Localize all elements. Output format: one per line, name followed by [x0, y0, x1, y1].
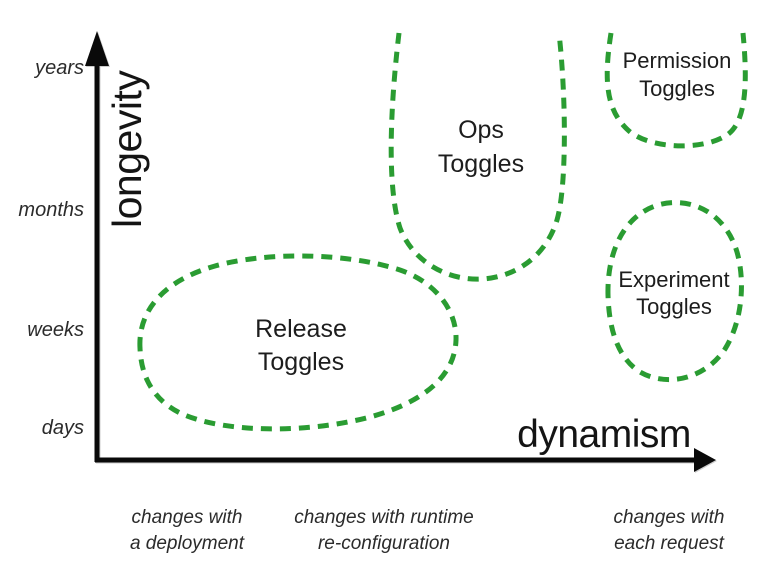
x-caption-runtime-reconfiguration: changes with runtime re-configuration	[274, 505, 494, 557]
y-axis-title: longevity	[104, 70, 150, 228]
x-caption-deployment: changes with a deployment	[77, 505, 297, 557]
y-tick-days: days	[41, 417, 84, 439]
release-toggles-label-line2: Toggles	[257, 348, 345, 376]
experiment-toggles-outline	[605, 200, 744, 382]
x-caption-request-line1: changes with	[613, 507, 725, 528]
experiment-toggles-label-line1: Experiment	[618, 267, 730, 292]
permission-toggles-label: Permission Toggles	[577, 47, 767, 103]
ops-toggles-label-line2: Toggles	[437, 150, 525, 178]
x-axis-title: dynamism	[517, 413, 691, 456]
y-tick-years: years	[35, 57, 84, 79]
y-axis-arrow-icon	[85, 31, 109, 66]
x-caption-request-line2: each request	[614, 533, 724, 554]
x-caption-deployment-line2: a deployment	[129, 533, 245, 554]
permission-toggles-outline	[604, 32, 748, 149]
experiment-toggles-label: Experiment Toggles	[574, 266, 767, 320]
permission-toggles-label-line2: Toggles	[639, 76, 715, 101]
y-tick-months: months	[18, 199, 84, 221]
axes	[85, 31, 716, 472]
ops-toggles-label-line1: Ops	[458, 116, 504, 144]
x-caption-runtime-line2: re-configuration	[317, 533, 451, 554]
x-caption-runtime-line1: changes with runtime	[294, 507, 474, 528]
toggle-regions	[137, 32, 748, 432]
release-toggles-label-line1: Release	[255, 315, 347, 343]
ops-toggles-label: Ops Toggles	[371, 113, 591, 181]
experiment-toggles-label-line2: Toggles	[636, 294, 712, 319]
ops-toggles-outline	[388, 32, 567, 282]
y-tick-weeks: weeks	[27, 319, 84, 341]
x-axis-arrow-icon	[694, 448, 716, 472]
release-toggles-label: Release Toggles	[191, 313, 411, 379]
x-caption-deployment-line1: changes with	[131, 507, 243, 528]
release-toggles-outline	[137, 253, 459, 432]
x-caption-each-request: changes with each request	[559, 505, 767, 557]
permission-toggles-label-line1: Permission	[622, 48, 732, 73]
